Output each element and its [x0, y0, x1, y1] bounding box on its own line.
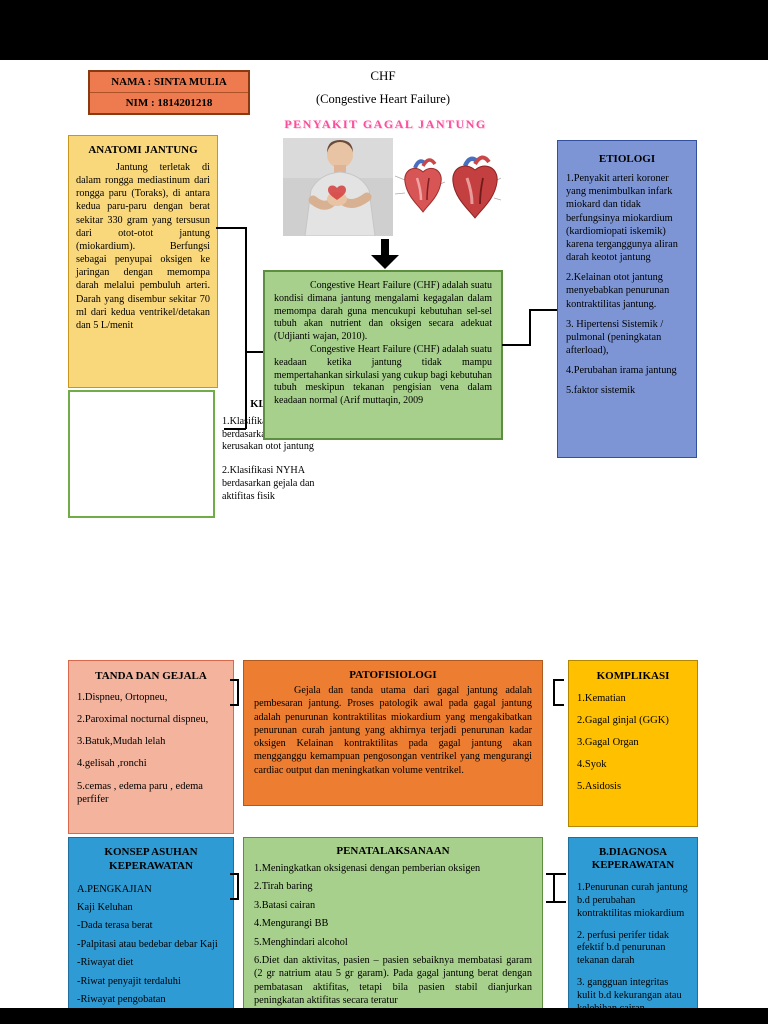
- bracket-pato-kompl-top: [553, 679, 564, 681]
- konsep-askep-line: A.PENGKAJIAN: [77, 883, 152, 895]
- connector-anatomi-vertical: [245, 227, 247, 429]
- konsep-askep-line: -Riwayat diet: [77, 957, 134, 969]
- down-arrow-icon: [365, 239, 405, 274]
- connector-etiologi-horizontal: [529, 309, 557, 311]
- tanda-gejala-item: 4.gelisah ,ronchi: [77, 758, 147, 770]
- heart-diagram-icon: [393, 138, 505, 236]
- etiologi-item: 3. Hipertensi Sistemik / pulmonal (penin…: [566, 318, 664, 357]
- konsep-askep-line: -Palpitasi atau bedebar debar Kaji: [77, 938, 218, 950]
- komplikasi-item: 3.Gagal Organ: [577, 737, 639, 748]
- definisi-paragraph-2: Congestive Heart Failure (CHF) adalah su…: [274, 343, 492, 407]
- bottom-letterbox-bar: [0, 1008, 768, 1024]
- komplikasi-item: 2.Gagal ginjal (GGK): [577, 715, 669, 726]
- penatalaksanaan-item: 3.Batasi cairan: [254, 899, 316, 911]
- empty-green-box: [68, 390, 215, 518]
- bracket-tanda-pato-vertical: [237, 679, 239, 706]
- chest-pain-photo-icon: [283, 138, 393, 237]
- page-title: CHF: [370, 68, 396, 83]
- konsep-askep-line: -Dada terasa berat: [77, 920, 153, 932]
- etiologi-item: 2.Kelainan otot jantung menyebabkan penu…: [566, 272, 670, 310]
- penatalaksanaan-title: PENATALAKSANAAN: [336, 845, 450, 857]
- definisi-paragraph-1: Congestive Heart Failure (CHF) adalah su…: [274, 280, 492, 343]
- bracket-pato-kompl-bottom: [553, 704, 564, 706]
- patofisiologi-body: Gejala dan tanda utama dari gagal jantun…: [254, 685, 532, 776]
- bracket-konsep-penata-bottom: [230, 898, 239, 900]
- penatalaksanaan-item: 6.Diet dan aktivitas, pasien – pasien se…: [254, 954, 532, 1006]
- konsep-askep-box: KONSEP ASUHAN KEPERAWATAN A.PENGKAJIAN K…: [68, 837, 234, 1010]
- tanda-gejala-item: 5.cemas , edema paru , edema perfifer: [77, 780, 203, 805]
- anatomi-jantung-box: ANATOMI JANTUNG Jantung terletak di dala…: [68, 135, 218, 388]
- penatalaksanaan-item: 4.Mengurangi BB: [254, 918, 329, 930]
- connector-etiologi-vertical: [529, 309, 531, 346]
- bracket-penata-diagnosa-bottom: [546, 901, 566, 903]
- komplikasi-item: 4.Syok: [577, 759, 607, 770]
- bracket-tanda-pato-bottom: [230, 704, 239, 706]
- etiologi-item: 4.Perubahan irama jantung: [566, 365, 677, 377]
- etiologi-item: 5.faktor sistemik: [566, 385, 636, 397]
- bracket-konsep-penata-top: [230, 873, 239, 875]
- penatalaksanaan-item: 5.Menghindari alcohol: [254, 936, 348, 948]
- diagnosa-item: 1.Penurunan curah jantung b.d perubahan …: [577, 881, 688, 919]
- page-subtitle: (Congestive Heart Failure): [316, 92, 450, 106]
- klasifikasi-item: 2.Klasifikasi NYHA berdasarkan gejala da…: [222, 465, 315, 502]
- etiologi-title: ETIOLOGI: [598, 153, 656, 165]
- penatalaksanaan-box: PENATALAKSANAAN 1.Meningkatkan oksigenas…: [243, 837, 543, 1010]
- bracket-konsep-penata-vertical: [237, 873, 239, 900]
- konsep-askep-line: -Riwat penyajit terdaluhi: [77, 975, 181, 987]
- heart-diagram-illustration: Normal Gagal Jantung: [393, 138, 505, 236]
- anatomi-title: ANATOMI JANTUNG: [88, 144, 198, 156]
- patofisiologi-box: PATOFISIOLOGI Gejala dan tanda utama dar…: [243, 660, 543, 806]
- author-name: NAMA : SINTA MULIA: [90, 72, 248, 93]
- konsep-askep-line: Kaji Keluhan: [77, 901, 133, 913]
- bracket-pato-kompl-vertical: [553, 679, 555, 706]
- patient-photo-illustration: [283, 138, 393, 237]
- komplikasi-item: 1.Kematian: [577, 693, 626, 704]
- tanda-gejala-box: TANDA DAN GEJALA 1.Dispneu, Ortopneu, 2.…: [68, 660, 234, 834]
- diagnosa-keperawatan-box: B.DIAGNOSA KEPERAWATAN 1.Penurunan curah…: [568, 837, 698, 1014]
- definisi-chf-box: Congestive Heart Failure (CHF) adalah su…: [263, 270, 503, 440]
- tanda-gejala-item: 2.Paroximal nocturnal dispneu,: [77, 714, 209, 726]
- etiologi-box: ETIOLOGI 1.Penyakit arteri koroner yang …: [557, 140, 697, 458]
- penatalaksanaan-item: 1.Meningkatkan oksigenasi dengan pemberi…: [254, 863, 481, 874]
- bracket-tanda-pato-top: [230, 679, 239, 681]
- anatomi-body: Jantung terletak di dalam rongga mediast…: [76, 162, 210, 331]
- komplikasi-box: KOMPLIKASI 1.Kematian 2.Gagal ginjal (GG…: [568, 660, 698, 827]
- tanda-gejala-item: 3.Batuk,Mudah lelah: [77, 736, 166, 748]
- konsep-askep-line: -Riwayat pengobatan: [77, 994, 166, 1006]
- patofisiologi-title: PATOFISIOLOGI: [349, 669, 437, 681]
- top-letterbox-bar: [0, 0, 768, 60]
- tanda-gejala-title: TANDA DAN GEJALA: [95, 670, 207, 682]
- connector-to-definition-left: [247, 351, 263, 353]
- connector-anatomi-horizontal: [216, 227, 247, 229]
- connector-to-definition-right: [502, 344, 530, 346]
- author-name-card: NAMA : SINTA MULIA NIM : 1814201218: [88, 70, 250, 115]
- penatalaksanaan-item: 2.Tirah baring: [254, 881, 313, 893]
- bracket-penata-diagnosa-vertical: [553, 873, 555, 903]
- author-nim: NIM : 1814201218: [125, 97, 213, 109]
- komplikasi-title: KOMPLIKASI: [596, 670, 670, 682]
- etiologi-item: 1.Penyakit arteri koroner yang menimbulk…: [566, 173, 678, 264]
- disease-banner: PENYAKIT GAGAL JANTUNG: [284, 117, 487, 131]
- diagnosa-item: 2. perfusi perifer tidak efektif b.d pen…: [577, 929, 670, 967]
- tanda-gejala-item: 1.Dispneu, Ortopneu,: [77, 692, 168, 703]
- komplikasi-item: 5.Asidosis: [577, 781, 622, 792]
- konsep-askep-title: KONSEP ASUHAN KEPERAWATAN: [104, 846, 198, 872]
- bracket-penata-diagnosa-top: [546, 873, 566, 875]
- connector-klasifikasi-stub: [224, 428, 246, 430]
- diagnosa-title: B.DIAGNOSA KEPERAWATAN: [591, 846, 675, 872]
